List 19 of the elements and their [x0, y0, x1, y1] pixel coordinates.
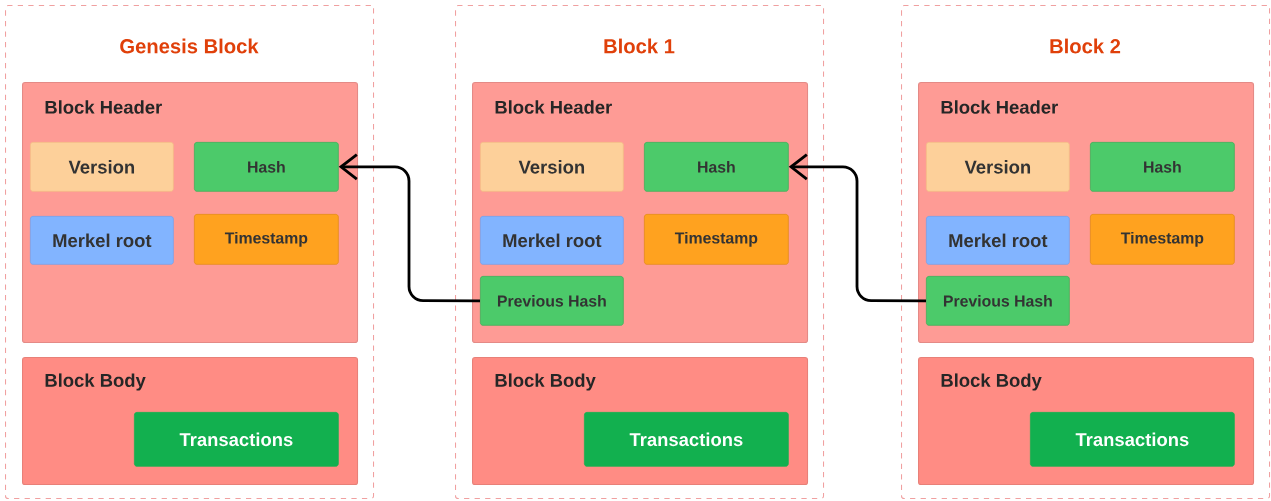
transactions-box: Transactions	[584, 412, 789, 467]
field-box: Merkel root	[480, 216, 624, 265]
field-box: Merkel root	[926, 216, 1070, 265]
arrow	[788, 153, 926, 303]
field-box: Timestamp	[644, 214, 789, 265]
field-box: Version	[926, 142, 1070, 192]
field-box: Version	[480, 142, 624, 192]
field-box: Hash	[1090, 142, 1235, 192]
transactions-box: Transactions	[1030, 412, 1235, 467]
transactions-box: Transactions	[134, 412, 339, 467]
field-box: Merkel root	[30, 216, 174, 265]
arrow	[338, 153, 480, 303]
field-box: Previous Hash	[926, 276, 1070, 326]
field-box: Version	[30, 142, 174, 192]
field-box: Hash	[194, 142, 339, 192]
field-box: Hash	[644, 142, 789, 192]
field-box: Timestamp	[194, 214, 339, 265]
field-box: Timestamp	[1090, 214, 1235, 265]
field-box: Previous Hash	[480, 276, 624, 326]
